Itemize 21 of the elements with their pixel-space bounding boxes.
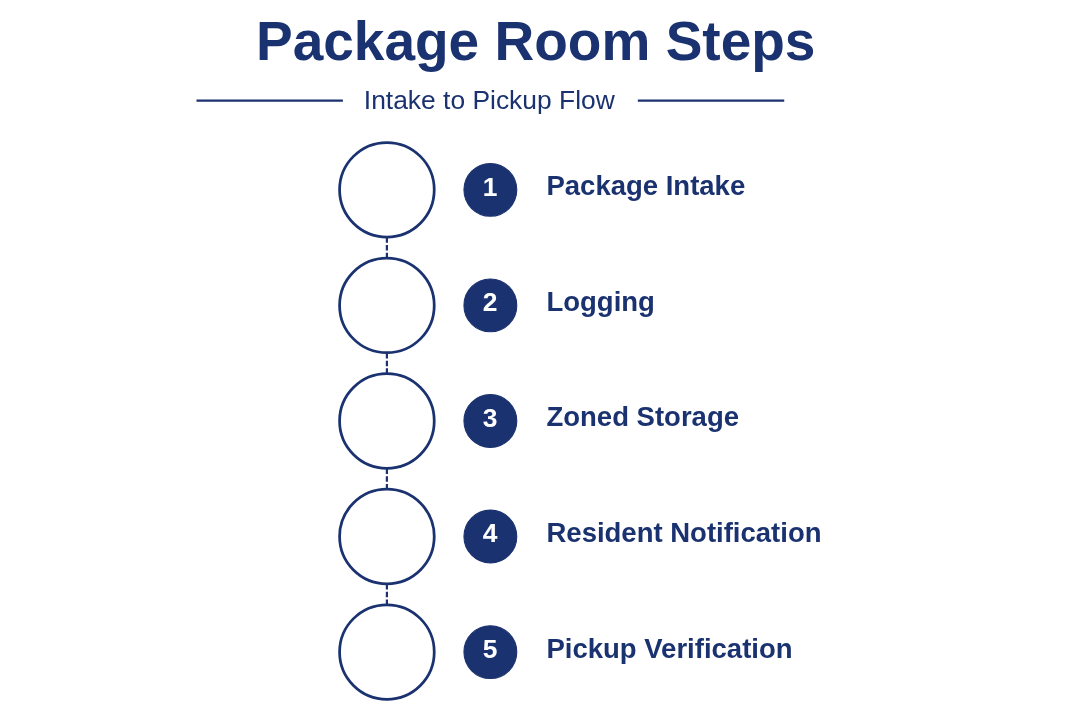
node-label: Resident Notification [546, 517, 822, 549]
node-label: Package Intake [546, 170, 746, 202]
node-circle: 1 [463, 162, 518, 217]
connector [385, 584, 388, 605]
node-circle [338, 256, 436, 355]
node-circle: 2 [463, 278, 518, 333]
node-label: Logging [546, 285, 655, 317]
connector [385, 352, 388, 374]
node-circle [338, 141, 436, 239]
node-label: Zoned Storage [546, 401, 740, 433]
connector [385, 237, 388, 258]
node-circle [338, 372, 436, 470]
node-label: Pickup Verification [546, 632, 793, 664]
node-circle [338, 603, 436, 701]
label: Intake to Pickup Flow [363, 84, 615, 115]
node-circle: 4 [463, 509, 518, 564]
node-circle: 5 [463, 625, 518, 680]
node-circle: 3 [463, 394, 518, 448]
node-circle [338, 487, 436, 586]
diagram-title: Package Room Steps [255, 9, 816, 72]
connector [385, 468, 388, 489]
